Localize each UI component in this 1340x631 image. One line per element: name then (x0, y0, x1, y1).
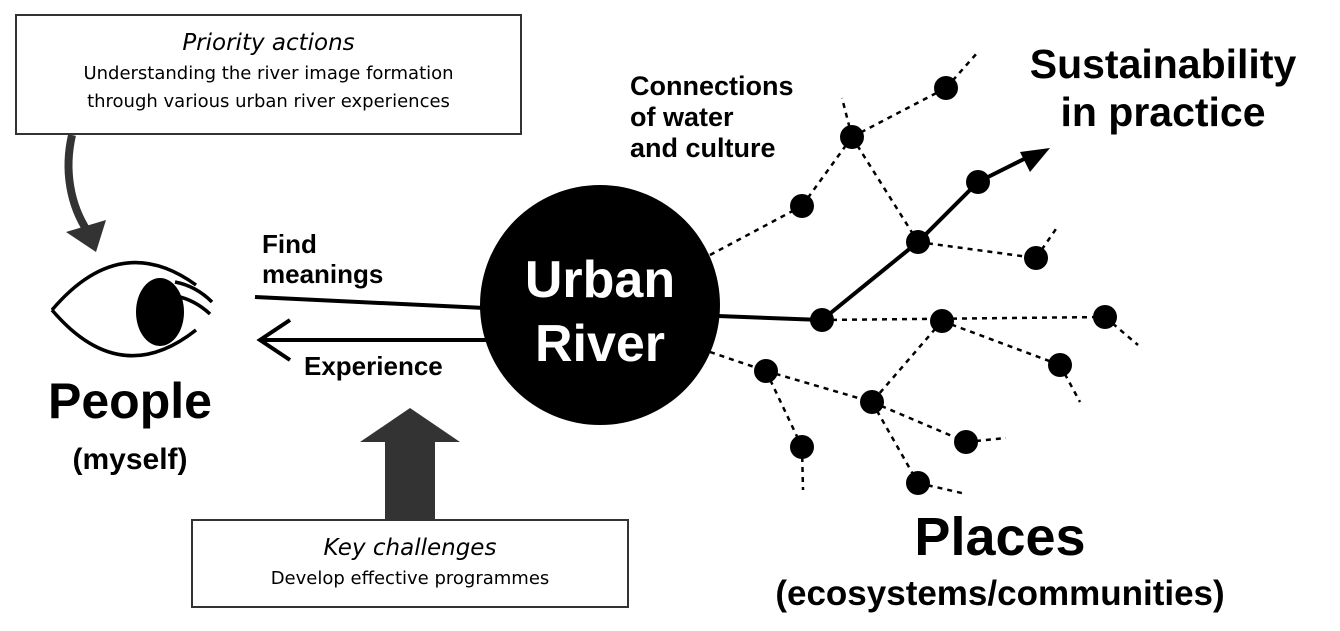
network-node (1048, 353, 1072, 377)
connections-label-line2: of water (630, 102, 734, 132)
network-node (906, 230, 930, 254)
network-dashed-lines (709, 51, 1139, 496)
urban-river-label-line2: River (534, 315, 666, 373)
network-node (754, 359, 778, 383)
network-node (810, 308, 834, 332)
sustainability-label-line2: in practice (1060, 89, 1266, 135)
network-nodes (754, 76, 1117, 495)
urban-river-label-line1: Urban (524, 251, 676, 309)
network-node (966, 170, 990, 194)
network-node (906, 471, 930, 495)
key-challenges-box: Key challenges Develop effective program… (191, 519, 629, 608)
network-node (790, 194, 814, 218)
network-node (1024, 246, 1048, 270)
experience-label: Experience (304, 351, 443, 381)
find-meanings-line (254, 295, 486, 310)
people-subtitle: (myself) (72, 443, 188, 476)
priority-arrowhead (66, 220, 106, 252)
sustainability-arrow (820, 148, 1050, 322)
places-title: Places (914, 507, 1086, 567)
find-label-line2: meanings (262, 259, 384, 289)
places-subtitle: (ecosystems/communities) (775, 574, 1225, 613)
connections-label-line1: Connections (630, 71, 794, 101)
challenges-block-arrow (360, 408, 460, 522)
network-node (1093, 305, 1117, 329)
urban-river-circle (480, 185, 720, 425)
network-node (840, 125, 864, 149)
network-node (790, 435, 814, 459)
people-title: People (48, 373, 212, 429)
eye-icon (50, 260, 214, 358)
priority-actions-line1: Understanding the river image formation (83, 63, 454, 84)
priority-actions-box: Priority actions Understanding the river… (15, 14, 522, 135)
network-node (860, 390, 884, 414)
priority-actions-line2: through various urban river experiences (87, 91, 450, 112)
key-challenges-body: Develop effective programmes (270, 568, 550, 589)
river-to-network-line (717, 314, 823, 322)
priority-curved-arrow (64, 134, 92, 235)
network-node (930, 309, 954, 333)
network-node (934, 76, 958, 100)
connections-label-line3: and culture (630, 133, 776, 163)
priority-actions-title: Priority actions (182, 30, 355, 56)
sustainability-label-line1: Sustainability (1029, 41, 1297, 87)
find-label-line1: Find (262, 229, 317, 259)
experience-arrow (256, 318, 490, 362)
key-challenges-title: Key challenges (323, 535, 497, 561)
network-node (954, 430, 978, 454)
